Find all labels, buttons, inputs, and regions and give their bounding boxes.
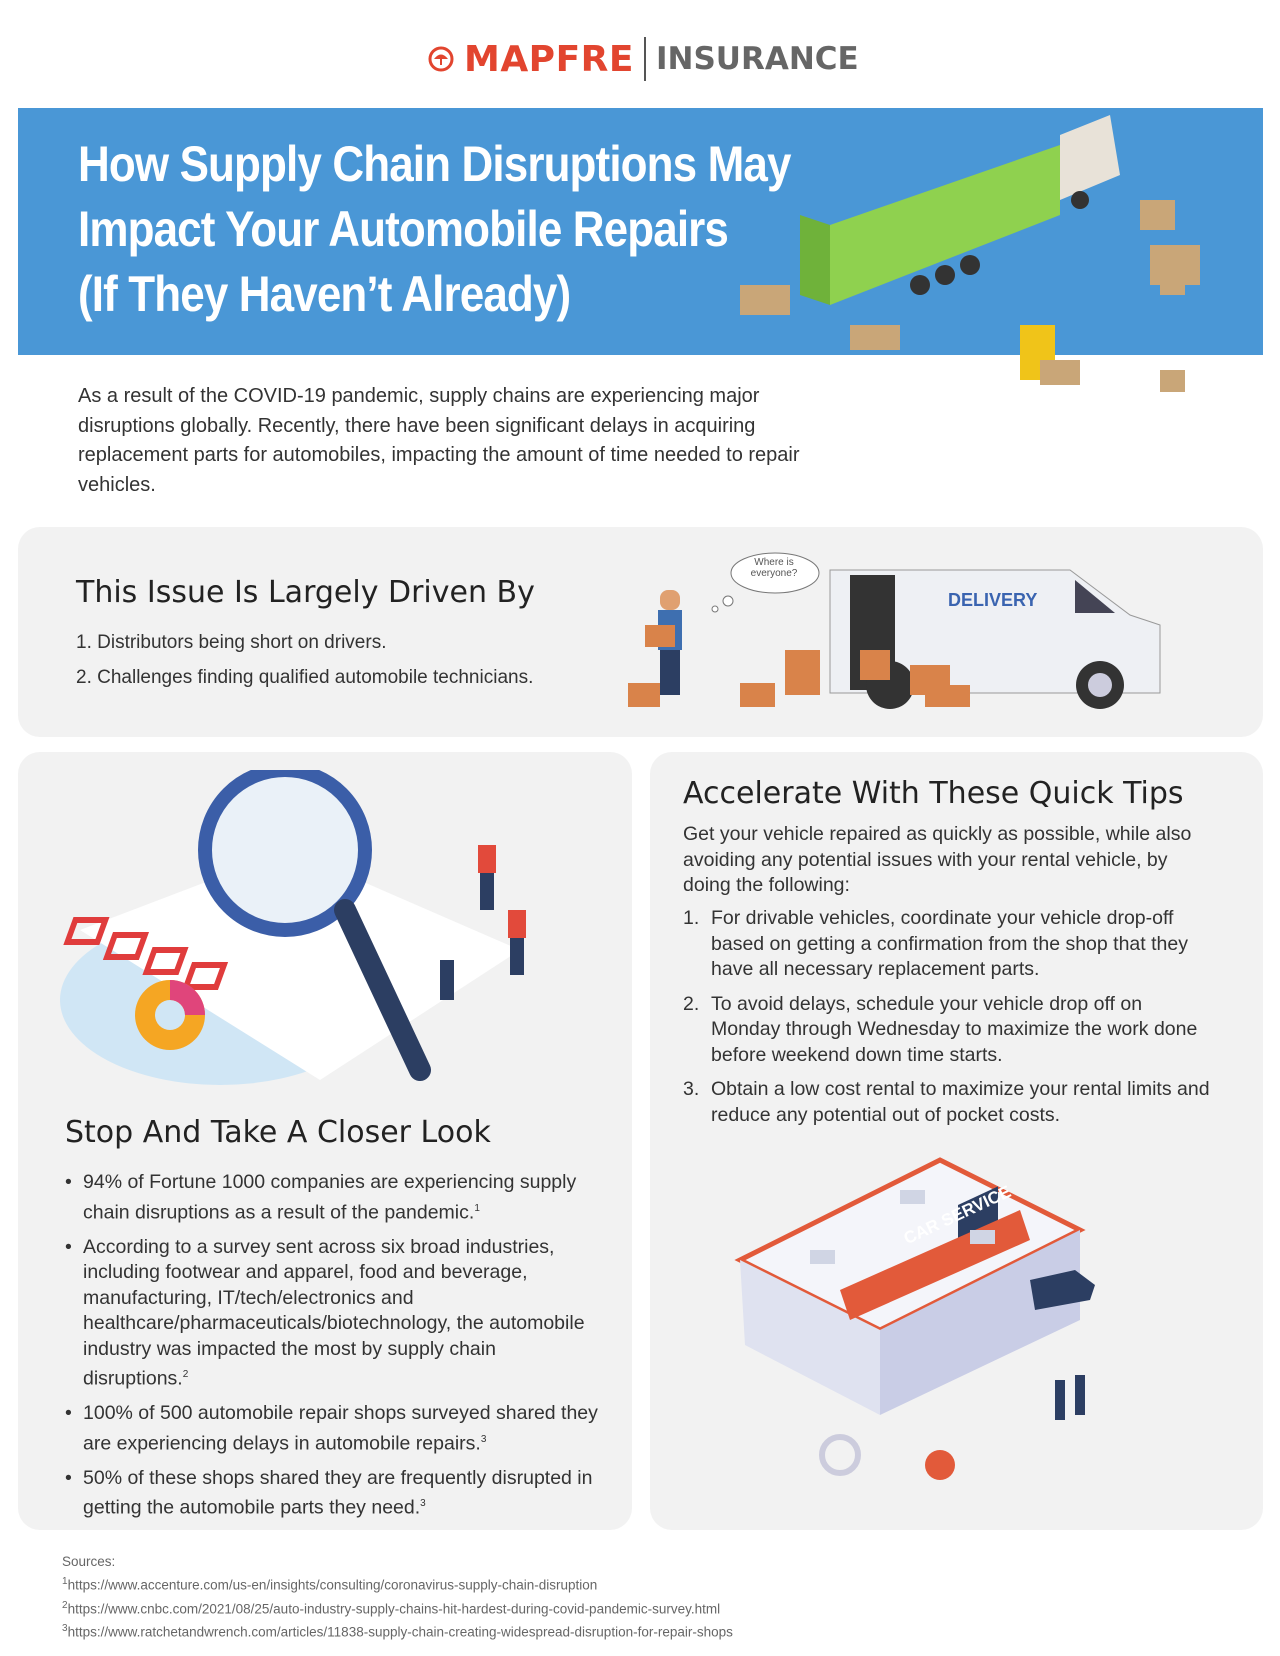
source-link[interactable]: https://www.ratchetandwrench.com/article… xyxy=(67,1624,733,1640)
driven-item: 1. Distributors being short on drivers. xyxy=(76,632,387,653)
bullet-text: 100% of 500 automobile repair shops surv… xyxy=(83,1402,598,1454)
source-link[interactable]: https://www.accenture.com/us-en/insights… xyxy=(67,1577,598,1593)
title-line: (If They Haven’t Already) xyxy=(78,266,571,322)
sources: Sources: 1https://www.accenture.com/us-e… xyxy=(62,1552,733,1643)
magnifier-data-illustration xyxy=(60,770,526,1085)
tip-number: 2. xyxy=(683,992,700,1015)
tip-item: 1. For drivable vehicles, coordinate your… xyxy=(683,906,1213,983)
closer-look-heading: Stop And Take A Closer Look xyxy=(65,1115,491,1150)
driven-item: 2. Challenges finding qualified automobi… xyxy=(76,667,534,688)
tip-item: 2. To avoid delays, schedule your vehicle… xyxy=(683,992,1213,1069)
quick-tips-intro: Get your vehicle repaired as quickly as … xyxy=(683,823,1192,896)
closer-look-list: 94% of Fortune 1000 companies are experi… xyxy=(65,1170,605,1530)
logo-brand: MAPFRE xyxy=(464,38,634,80)
footnote-ref: 3 xyxy=(420,1498,426,1509)
footnote-ref: 1 xyxy=(62,1576,68,1587)
source-item: 2https://www.cnbc.com/2021/08/25/auto-in… xyxy=(62,1596,733,1620)
tip-number: 3. xyxy=(683,1078,700,1100)
stat-bullet: 50% of these shops shared they are frequ… xyxy=(65,1466,605,1522)
footnote-ref: 3 xyxy=(480,1433,487,1445)
speech-bubble-text: Where is everyone? xyxy=(750,557,798,579)
intro-paragraph: As a result of the COVID-19 pandemic, su… xyxy=(78,385,800,496)
bullet-text: 94% of Fortune 1000 companies are experi… xyxy=(83,1171,577,1223)
quick-tips-heading: Accelerate With These Quick Tips xyxy=(683,776,1184,811)
title-line: How Supply Chain Disruptions May xyxy=(78,136,791,192)
delivery-van-illustration xyxy=(628,552,1161,709)
mapfre-logo: MAPFRE INSURANCE xyxy=(428,36,859,82)
source-item: 3https://www.ratchetandwrench.com/articl… xyxy=(62,1619,733,1643)
logo-product: INSURANCE xyxy=(655,41,859,77)
tip-text: To avoid delays, schedule your vehicle d… xyxy=(711,992,1198,1066)
source-link[interactable]: https://www.cnbc.com/2021/08/25/auto-ind… xyxy=(67,1601,721,1616)
logo-divider xyxy=(643,37,646,81)
footnote-ref: 3 xyxy=(62,1623,68,1634)
footnote-ref: 2 xyxy=(62,1599,68,1611)
tip-text: Obtain a low cost rental to maximize you… xyxy=(711,1078,1210,1126)
truck-illustration xyxy=(740,115,1200,392)
mapfre-tree-icon xyxy=(428,46,454,72)
footnote-ref: 2 xyxy=(182,1369,189,1380)
title-line: Impact Your Automobile Repairs xyxy=(78,201,729,257)
page-title: How Supply Chain Disruptions May Impact … xyxy=(78,132,791,327)
tip-number: 1. xyxy=(683,907,700,929)
quick-tips-list: 1. For drivable vehicles, coordinate your… xyxy=(683,906,1213,1137)
tip-text: For drivable vehicles, coordinate your v… xyxy=(711,907,1188,980)
car-service-shop-illustration xyxy=(734,1157,1095,1480)
stat-bullet: According to a survey sent across six br… xyxy=(65,1235,605,1393)
quick-tips-panel xyxy=(650,752,1263,1530)
van-label: DELIVERY xyxy=(948,590,1038,610)
stat-bullet: 100% of 500 automobile repair shops surv… xyxy=(65,1401,605,1457)
bullet-text: 50% of these shops shared they are frequ… xyxy=(83,1466,593,1519)
source-item: 1https://www.accenture.com/us-en/insight… xyxy=(62,1572,733,1596)
bullet-text: According to a survey sent across six br… xyxy=(83,1235,585,1390)
sources-label: Sources: xyxy=(62,1554,116,1569)
tip-item: 3. Obtain a low cost rental to maximize y… xyxy=(683,1077,1213,1128)
driven-by-heading: This Issue Is Largely Driven By xyxy=(76,575,535,610)
footnote-ref: 1 xyxy=(474,1202,480,1214)
stat-bullet: 94% of Fortune 1000 companies are experi… xyxy=(65,1170,605,1226)
